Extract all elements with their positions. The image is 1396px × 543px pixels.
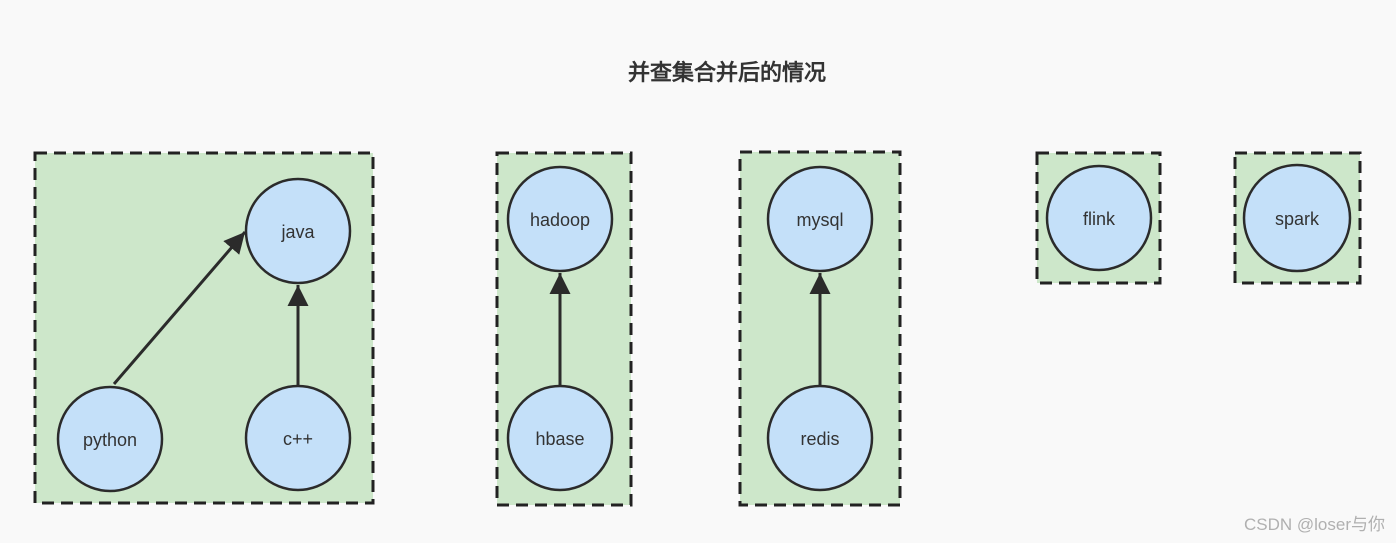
- node-label-hbase: hbase: [535, 429, 584, 449]
- edge-python-to-java: [112, 231, 247, 385]
- node-circle-flink: [1045, 164, 1153, 272]
- page-title: 并查集合并后的情况: [628, 60, 826, 85]
- node-circle-mysql: [766, 165, 874, 273]
- node-label-java: java: [280, 222, 315, 242]
- node-circle-python: [56, 385, 164, 493]
- node-flink: flink: [1045, 164, 1153, 272]
- node-circle-hbase: [506, 384, 614, 492]
- node-label-redis: redis: [800, 429, 839, 449]
- node-python: python: [56, 385, 164, 493]
- node-circle-java: [244, 177, 352, 285]
- node-label-mysql: mysql: [796, 210, 843, 230]
- node-circle-spark: [1242, 163, 1352, 273]
- node-label-flink: flink: [1083, 209, 1116, 229]
- node-redis: redis: [766, 384, 874, 492]
- node-label-python: python: [83, 430, 137, 450]
- node-spark: spark: [1242, 163, 1352, 273]
- node-circle-hadoop: [506, 165, 614, 273]
- node-java: java: [244, 177, 352, 285]
- node-circle-redis: [766, 384, 874, 492]
- node-label-cpp: c++: [283, 429, 313, 449]
- node-label-hadoop: hadoop: [530, 210, 590, 230]
- node-mysql: mysql: [766, 165, 874, 273]
- node-hbase: hbase: [506, 384, 614, 492]
- node-label-spark: spark: [1275, 209, 1320, 229]
- watermark: CSDN @loser与你: [1244, 515, 1385, 534]
- node-circle-cpp: [244, 384, 352, 492]
- node-hadoop: hadoop: [506, 165, 614, 273]
- node-cpp: c++: [244, 384, 352, 492]
